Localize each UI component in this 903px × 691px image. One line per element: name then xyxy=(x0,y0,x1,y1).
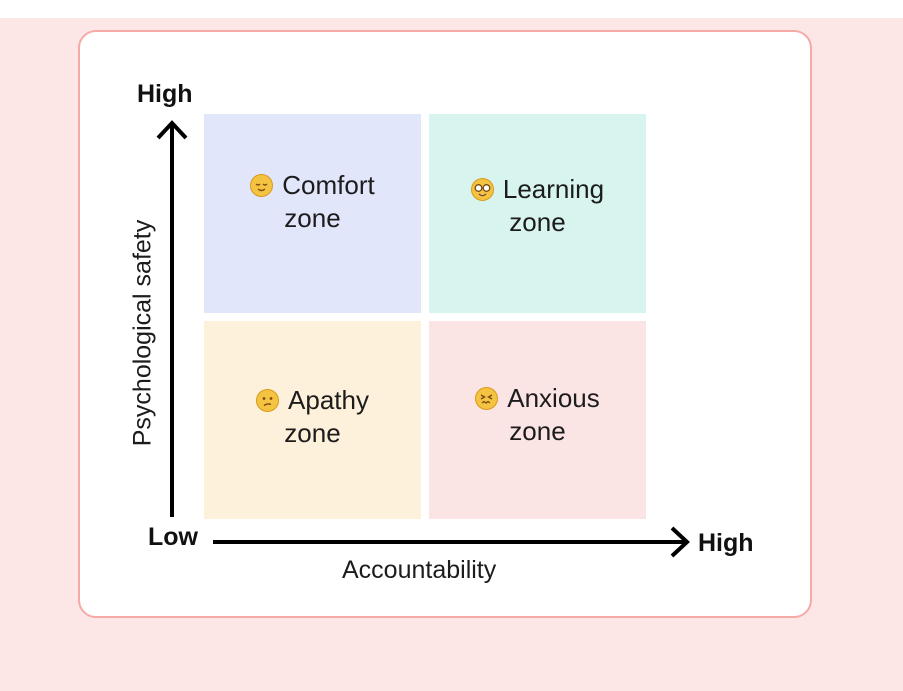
relieved-face-icon xyxy=(250,173,274,197)
y-axis-high-label: High xyxy=(137,80,193,108)
quadrant-comfort-zone: Comfort zone xyxy=(204,114,421,313)
confounded-face-icon xyxy=(475,387,499,410)
quadrant-apathy-line1: Apathy xyxy=(288,385,369,415)
quadrant-comfort-line2: zone xyxy=(284,202,341,233)
y-axis-title: Psychological safety xyxy=(128,219,157,447)
quadrant-anxious-zone: Anxious zone xyxy=(429,321,646,519)
quadrant-learning-zone: Learning zone xyxy=(429,114,646,313)
x-axis-high-label: High xyxy=(698,529,754,557)
quadrant-anxious-line2: zone xyxy=(509,416,566,446)
quadrant-apathy-zone: Apathy zone xyxy=(204,321,421,519)
quadrant-anxious-line1: Anxious xyxy=(507,383,600,413)
quadrant-comfort-line1: Comfort xyxy=(282,169,375,200)
x-axis-title: Accountability xyxy=(342,556,497,584)
quadrant-learning-line2: zone xyxy=(509,206,566,237)
quadrant-learning-line1: Learning xyxy=(502,173,605,204)
quadrant-apathy-line2: zone xyxy=(284,418,341,448)
x-axis-low-label: Low xyxy=(148,523,198,551)
x-axis-arrow xyxy=(213,526,690,558)
confused-face-icon xyxy=(256,389,280,412)
nerd-face-icon xyxy=(470,177,494,201)
y-axis-arrow xyxy=(156,120,188,517)
